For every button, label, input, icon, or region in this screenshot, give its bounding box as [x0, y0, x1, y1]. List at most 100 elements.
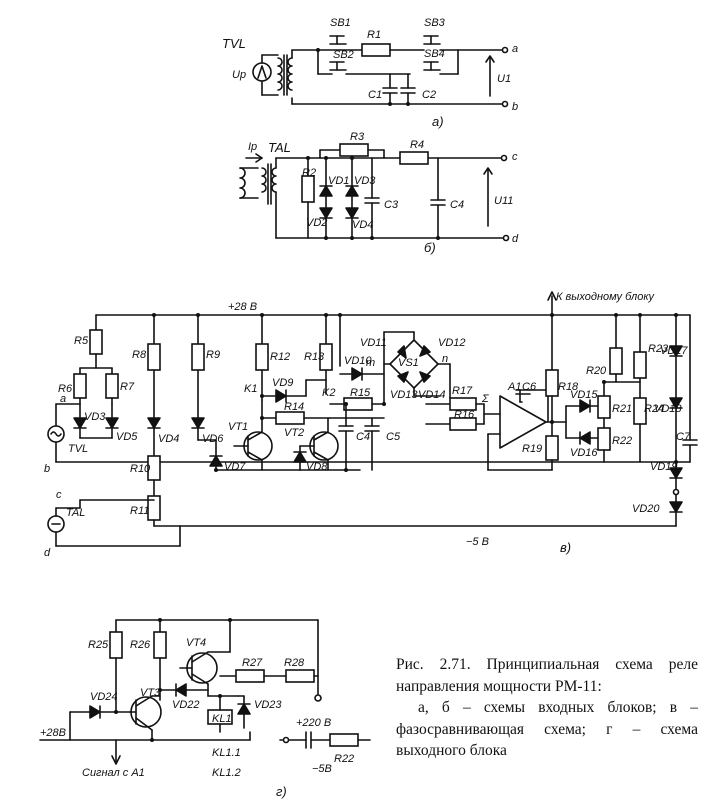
label-vd7: VD7	[224, 461, 246, 473]
sublabel-v: в)	[560, 540, 571, 555]
label-vd9: VD9	[272, 377, 293, 389]
resistor-r7	[105, 373, 119, 399]
label-vd3-v: VD3	[84, 411, 106, 423]
label-vt2: VT2	[284, 427, 304, 439]
resistor-r14	[275, 411, 305, 425]
label-vd19: VD19	[650, 461, 678, 473]
label-plus220: +220 В	[296, 717, 331, 729]
resistor-r25	[109, 631, 123, 659]
label-vd11: VD11	[360, 337, 387, 349]
label-minus5: −5 В	[466, 536, 489, 548]
label-r8: R8	[132, 349, 147, 361]
label-r26: R26	[130, 639, 151, 651]
label-c5: C5	[386, 431, 401, 443]
label-up: Uр	[232, 69, 246, 81]
label-signal-a1: Сигнал с А1	[82, 767, 145, 779]
transformer-tal-secondary-icon	[271, 167, 277, 193]
label-d: d	[512, 233, 519, 245]
label-vd2: VD2	[306, 217, 327, 229]
label-r3: R3	[350, 131, 365, 143]
label-plus28: +28 В	[228, 301, 257, 313]
label-r18: R18	[558, 381, 579, 393]
block-b-input-current: Iр TAL R3 R4 R2 VD1 VD3 VD2 VD4 C3 C4 U1…	[239, 131, 519, 255]
label-vd3: VD3	[354, 175, 376, 187]
resistor-r18	[545, 369, 559, 397]
label-r22-g: R22	[334, 753, 354, 765]
label-r22: R22	[612, 435, 632, 447]
label-r15: R15	[350, 387, 371, 399]
label-c7: C7	[676, 431, 691, 443]
label-a-v: a	[60, 393, 66, 405]
sublabel-a: а)	[432, 114, 444, 129]
label-d-v: d	[44, 547, 51, 559]
resistor-r26	[153, 631, 167, 659]
label-vd16: VD16	[570, 447, 598, 459]
label-vd1: VD1	[328, 175, 349, 187]
label-r23: R23	[648, 343, 669, 355]
label-vd13: VD13	[390, 389, 418, 401]
label-c6: C6	[522, 381, 537, 393]
label-c4-b: C4	[450, 199, 464, 211]
resistor-r19	[545, 435, 559, 461]
label-kl1-2: KL1.2	[212, 767, 241, 779]
label-b: b	[512, 101, 518, 113]
resistor-r23	[633, 351, 647, 379]
label-vt4: VT4	[186, 637, 206, 649]
label-c1: C1	[368, 89, 382, 101]
resistor-r20	[609, 347, 623, 375]
label-sigma: Σ	[481, 393, 489, 405]
resistor-r12	[255, 343, 269, 371]
label-vd24: VD24	[90, 691, 118, 703]
label-c-v: c	[56, 489, 62, 501]
label-tal-b: TAL	[268, 140, 291, 155]
label-vd18: VD18	[654, 403, 682, 415]
label-vd15: VD15	[570, 389, 598, 401]
resistor-r8	[147, 343, 161, 371]
transformer-tal-icon	[261, 167, 267, 193]
sublabel-b: б)	[424, 240, 436, 255]
resistor-r4	[399, 151, 429, 165]
opamp-a1-icon	[499, 395, 547, 449]
label-c: c	[512, 151, 518, 163]
current-coil-icon	[239, 167, 246, 199]
label-r27: R27	[242, 657, 263, 669]
label-r2: R2	[302, 167, 316, 179]
resistor-r9	[191, 343, 205, 371]
label-k2: K2	[322, 387, 335, 399]
resistor-r15	[343, 397, 373, 411]
label-vd12: VD12	[438, 337, 466, 349]
label-c3: C3	[384, 199, 399, 211]
resistor-r5	[89, 329, 103, 355]
label-vd5: VD5	[116, 431, 138, 443]
label-r25: R25	[88, 639, 109, 651]
label-vs1: VS1	[398, 357, 419, 369]
label-vd10: VD10	[344, 355, 372, 367]
label-r17: R17	[452, 385, 473, 397]
label-sb4: SB4	[424, 48, 445, 60]
label-a1: A1	[507, 381, 521, 393]
label-r13: R13	[304, 351, 325, 363]
label-vt1: VT1	[228, 421, 248, 433]
label-r20: R20	[586, 365, 607, 377]
label-n: n	[442, 353, 448, 365]
caption-title: Рис. 2.71. Принципиальная схема реле нап…	[396, 656, 698, 695]
label-u11: U11	[494, 195, 513, 207]
resistor-r28	[285, 669, 315, 683]
label-r1: R1	[367, 29, 381, 41]
label-sb3: SB3	[424, 17, 446, 29]
label-output: К выходному блоку	[556, 291, 656, 303]
label-tvl-v: TVL	[68, 443, 88, 455]
transformer-primary-icon	[277, 57, 283, 91]
block-v-phase-comparison: +28 В −5 В К выходному блоку R5 R6 R7 R8…	[44, 291, 698, 559]
label-r9: R9	[206, 349, 220, 361]
label-r19: R19	[522, 443, 542, 455]
figure-caption: Рис. 2.71. Принципиальная схема реле нап…	[396, 654, 698, 762]
caption-description: а, б – схемы входных блоков; в – фазосра…	[396, 699, 698, 759]
label-kl1: KL1	[212, 713, 232, 725]
label-sb1: SB1	[330, 17, 351, 29]
sublabel-g: г)	[276, 784, 287, 799]
label-r16: R16	[454, 409, 475, 421]
resistor-r21	[597, 395, 611, 419]
label-r24: R24	[644, 403, 664, 415]
